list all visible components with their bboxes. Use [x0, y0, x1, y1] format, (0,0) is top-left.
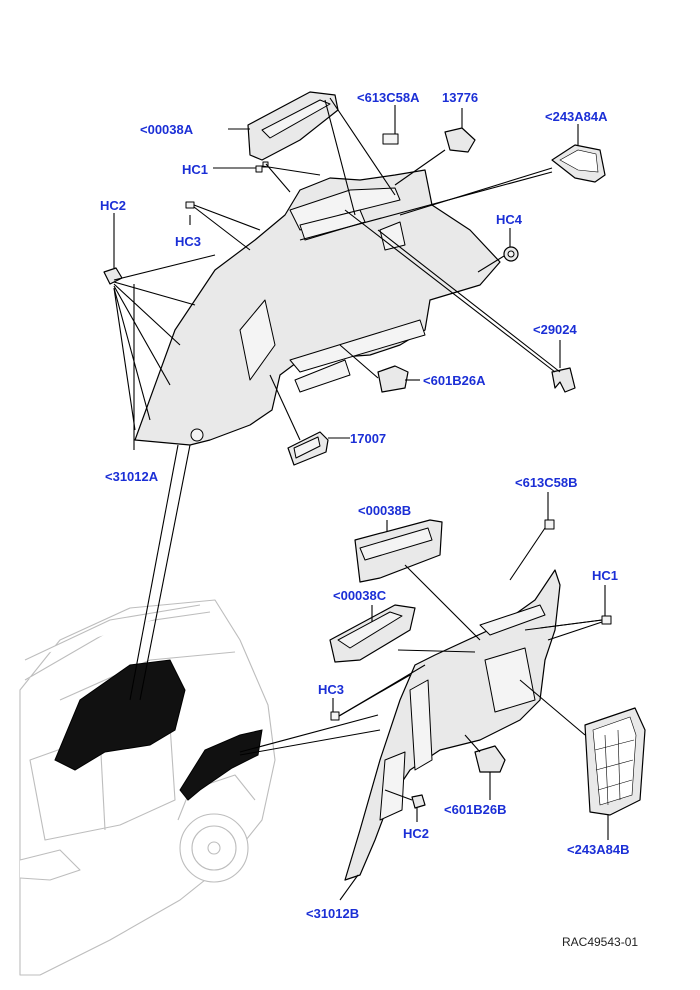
callout-00038B[interactable]: <00038B — [358, 503, 411, 518]
part-613C58A-clip — [382, 133, 399, 145]
callout-hc3-lower[interactable]: HC3 — [318, 682, 344, 697]
part-00038C-bracket — [329, 604, 416, 663]
callout-17007[interactable]: 17007 — [350, 431, 386, 446]
callout-hc2-upper[interactable]: HC2 — [100, 198, 126, 213]
part-hc2-clip-upper — [103, 267, 123, 285]
callout-hc1-upper[interactable]: HC1 — [182, 162, 208, 177]
upper-leader-lines — [113, 97, 579, 450]
part-601B26B-bracket — [474, 745, 506, 773]
callout-613C58B[interactable]: <613C58B — [515, 475, 578, 490]
part-00038B-bracket — [354, 519, 443, 583]
part-hc1-clip-lower — [601, 615, 612, 625]
callout-601B26A[interactable]: <601B26A — [423, 373, 486, 388]
callout-601B26B[interactable]: <601B26B — [444, 802, 507, 817]
left-quarter-trim-panel — [134, 169, 501, 446]
part-hc3-clip-lower — [330, 711, 340, 721]
callout-613C58A[interactable]: <613C58A — [357, 90, 420, 105]
callout-31012B[interactable]: <31012B — [306, 906, 359, 921]
vehicle-trim-highlight-left — [54, 659, 186, 771]
callout-243A84B[interactable]: <243A84B — [567, 842, 630, 857]
part-17007-lamp — [287, 431, 329, 466]
part-00038A-bracket — [247, 91, 339, 161]
part-hc2-clip-lower — [411, 794, 426, 809]
part-hc3-clip-upper — [185, 201, 195, 209]
callout-13776[interactable]: 13776 — [442, 90, 478, 105]
callout-31012A[interactable]: <31012A — [105, 469, 159, 484]
callout-00038C[interactable]: <00038C — [333, 588, 387, 603]
callout-29024[interactable]: <29024 — [533, 322, 578, 337]
part-29024-hook — [551, 367, 576, 393]
callout-00038A[interactable]: <00038A — [140, 122, 194, 137]
part-243A84A-grille — [551, 144, 606, 183]
part-hc4-fastener — [503, 246, 519, 262]
part-613C58B-clip — [544, 519, 555, 530]
part-13776-vent — [444, 127, 476, 153]
lower-leader-lines — [332, 492, 609, 901]
callout-243A84A[interactable]: <243A84A — [545, 109, 608, 124]
callout-hc1-lower[interactable]: HC1 — [592, 568, 618, 583]
callout-hc2-lower[interactable]: HC2 — [403, 826, 429, 841]
part-601B26A-bracket — [377, 365, 409, 393]
vehicle-trim-highlight-right — [179, 729, 263, 801]
part-243A84B-grille — [584, 707, 646, 816]
callout-hc3-upper[interactable]: HC3 — [175, 234, 201, 249]
right-quarter-trim-panel — [344, 569, 561, 881]
vehicle-outline — [19, 599, 276, 976]
reference-code: RAC49543-01 — [562, 935, 638, 949]
callout-hc4[interactable]: HC4 — [496, 212, 523, 227]
